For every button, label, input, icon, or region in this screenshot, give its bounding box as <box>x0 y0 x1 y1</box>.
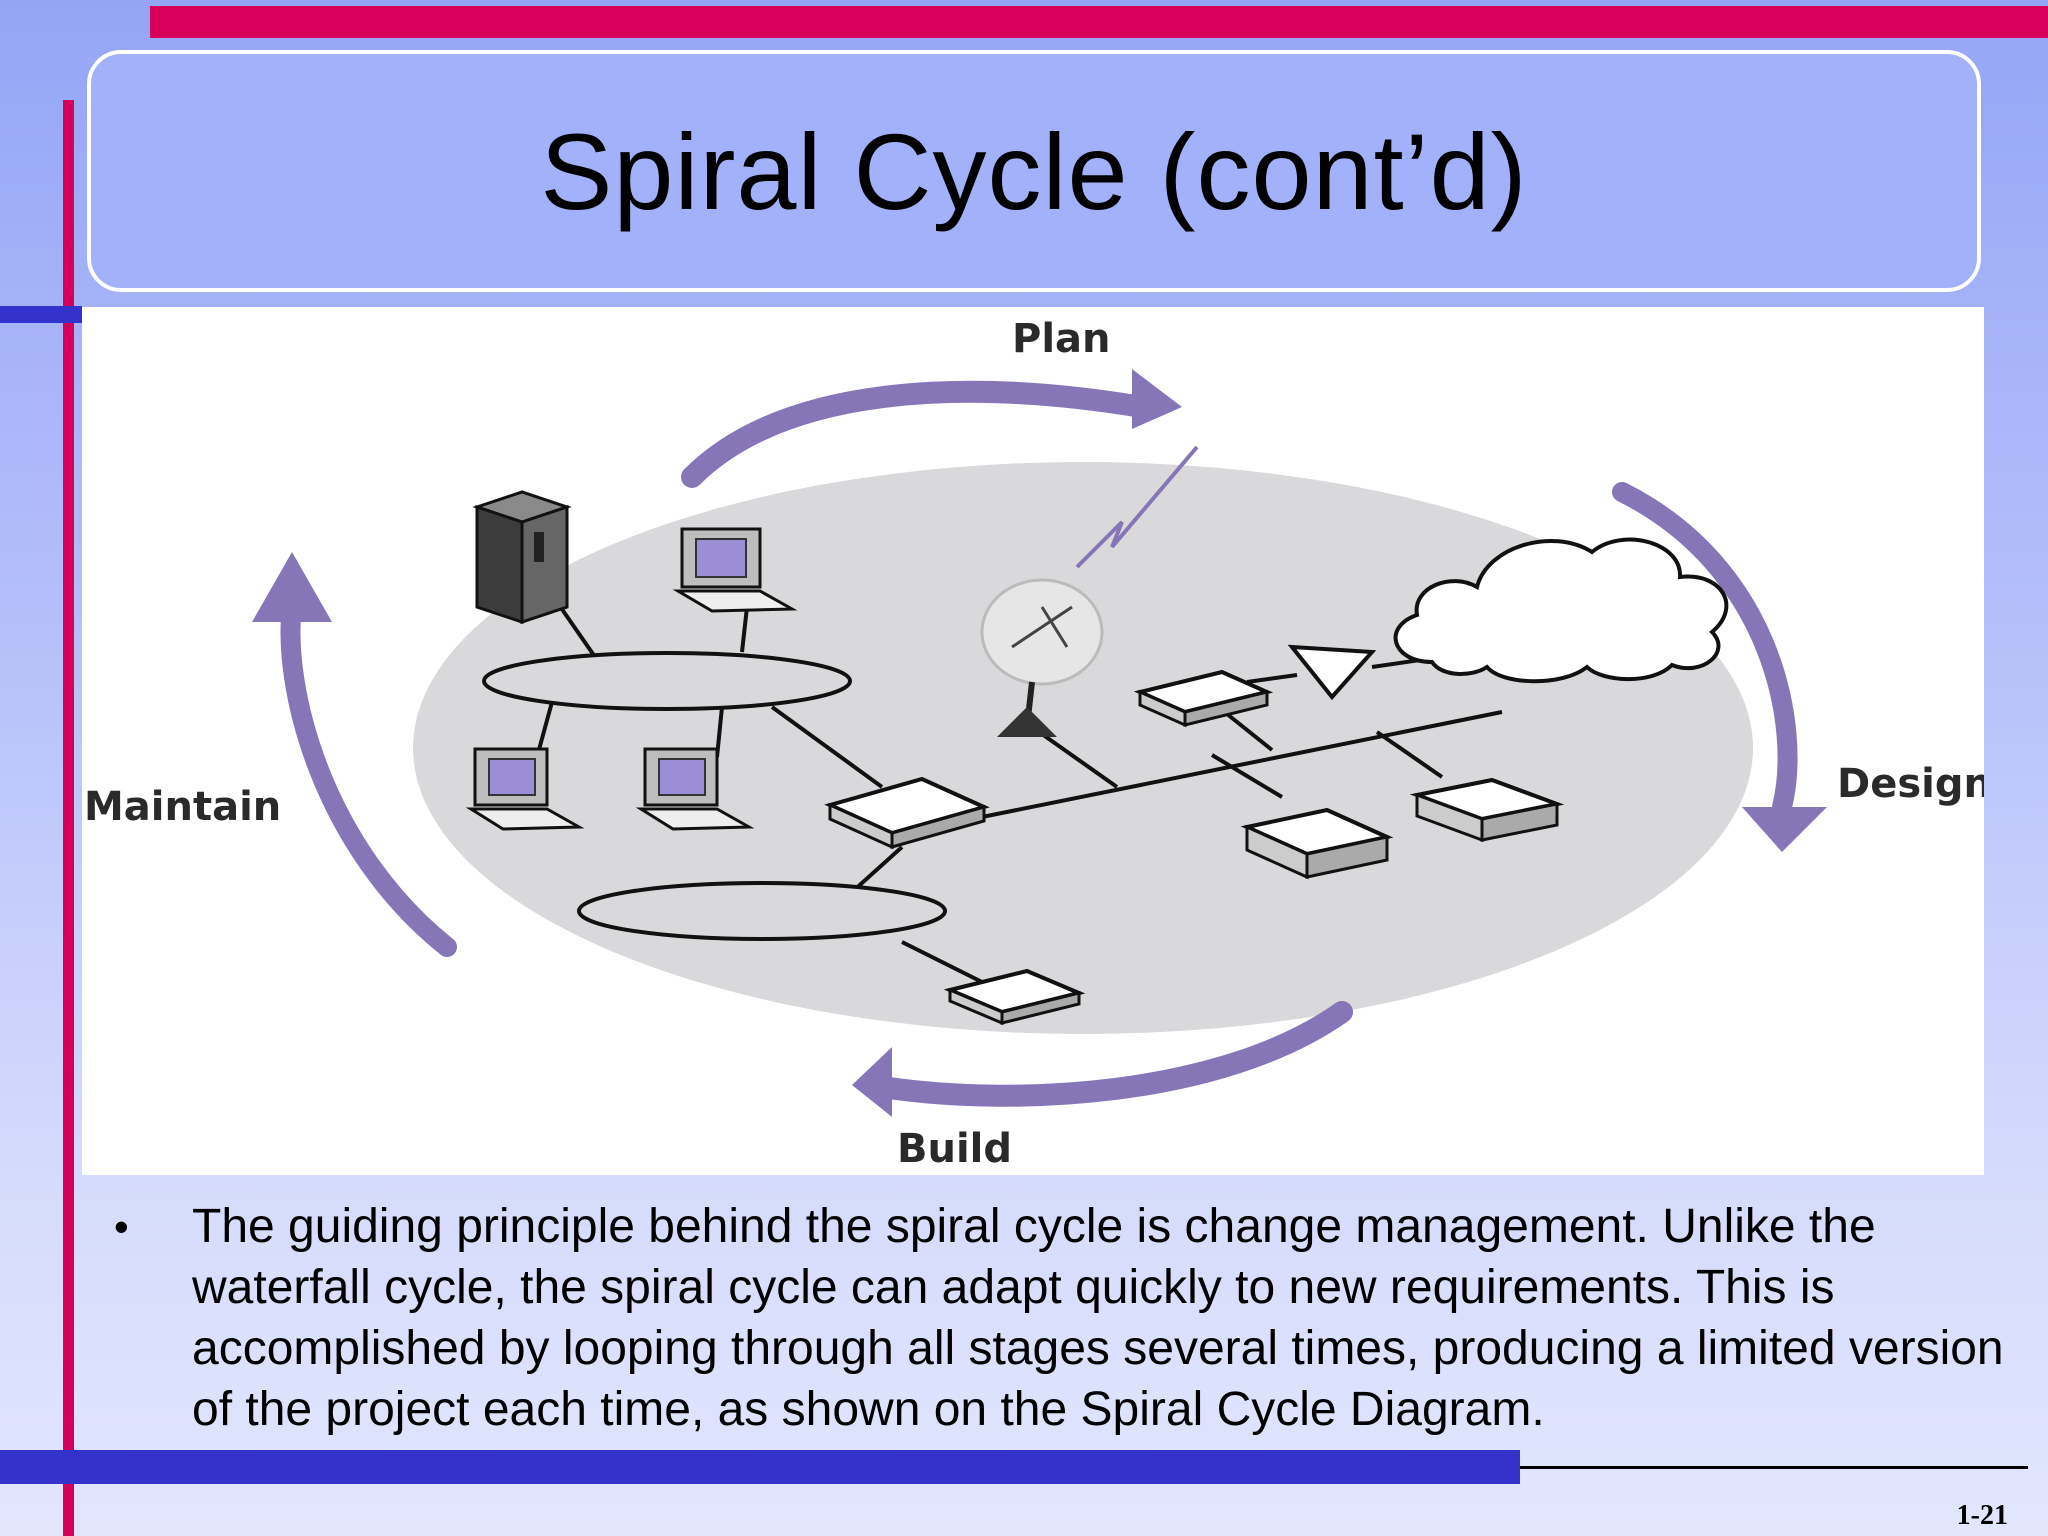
top-accent-bar <box>150 6 2048 38</box>
plan-arrow <box>681 369 1182 488</box>
computer-icon <box>465 747 585 831</box>
switch-icon <box>1133 669 1274 728</box>
build-arrow <box>852 1001 1353 1117</box>
router-icon <box>1409 777 1565 843</box>
slide-title: Spiral Cycle (cont’d) <box>540 110 1528 232</box>
router-icon <box>1240 807 1394 880</box>
bullet-text: The guiding principle behind the spiral … <box>192 1200 2004 1436</box>
bullet-list: • The guiding principle behind the spira… <box>108 1196 2008 1440</box>
maintain-label: Maintain <box>84 784 281 830</box>
design-label: Design <box>1837 761 1984 807</box>
cloud-icon <box>1393 537 1729 684</box>
lower-hub <box>577 881 947 941</box>
bullet-marker: • <box>114 1203 129 1250</box>
server-icon <box>472 490 572 625</box>
upper-hub <box>482 651 852 711</box>
build-label: Build <box>897 1126 1012 1172</box>
left-accent-bar <box>63 100 74 1536</box>
network-illustration: Plan Design Build Maintain <box>84 316 1984 1172</box>
computer-icon <box>635 747 755 831</box>
plan-label: Plan <box>1012 316 1111 362</box>
slide-number: 1-21 <box>1956 1500 2008 1531</box>
left-blue-bar <box>0 306 82 323</box>
spiral-cycle-diagram: Plan Design Build Maintain <box>82 307 1984 1175</box>
title-box: Spiral Cycle (cont’d) <box>87 50 1981 292</box>
bottom-rule <box>1520 1466 2028 1469</box>
bottom-blue-bar <box>0 1450 1520 1484</box>
satellite-dish-icon <box>980 445 1199 737</box>
switch-icon <box>943 968 1086 1026</box>
repeater-icon <box>1287 644 1377 701</box>
switch-icon <box>824 776 990 850</box>
computer-icon <box>672 527 798 613</box>
maintain-arrow <box>252 552 457 957</box>
design-arrow <box>1612 482 1827 852</box>
